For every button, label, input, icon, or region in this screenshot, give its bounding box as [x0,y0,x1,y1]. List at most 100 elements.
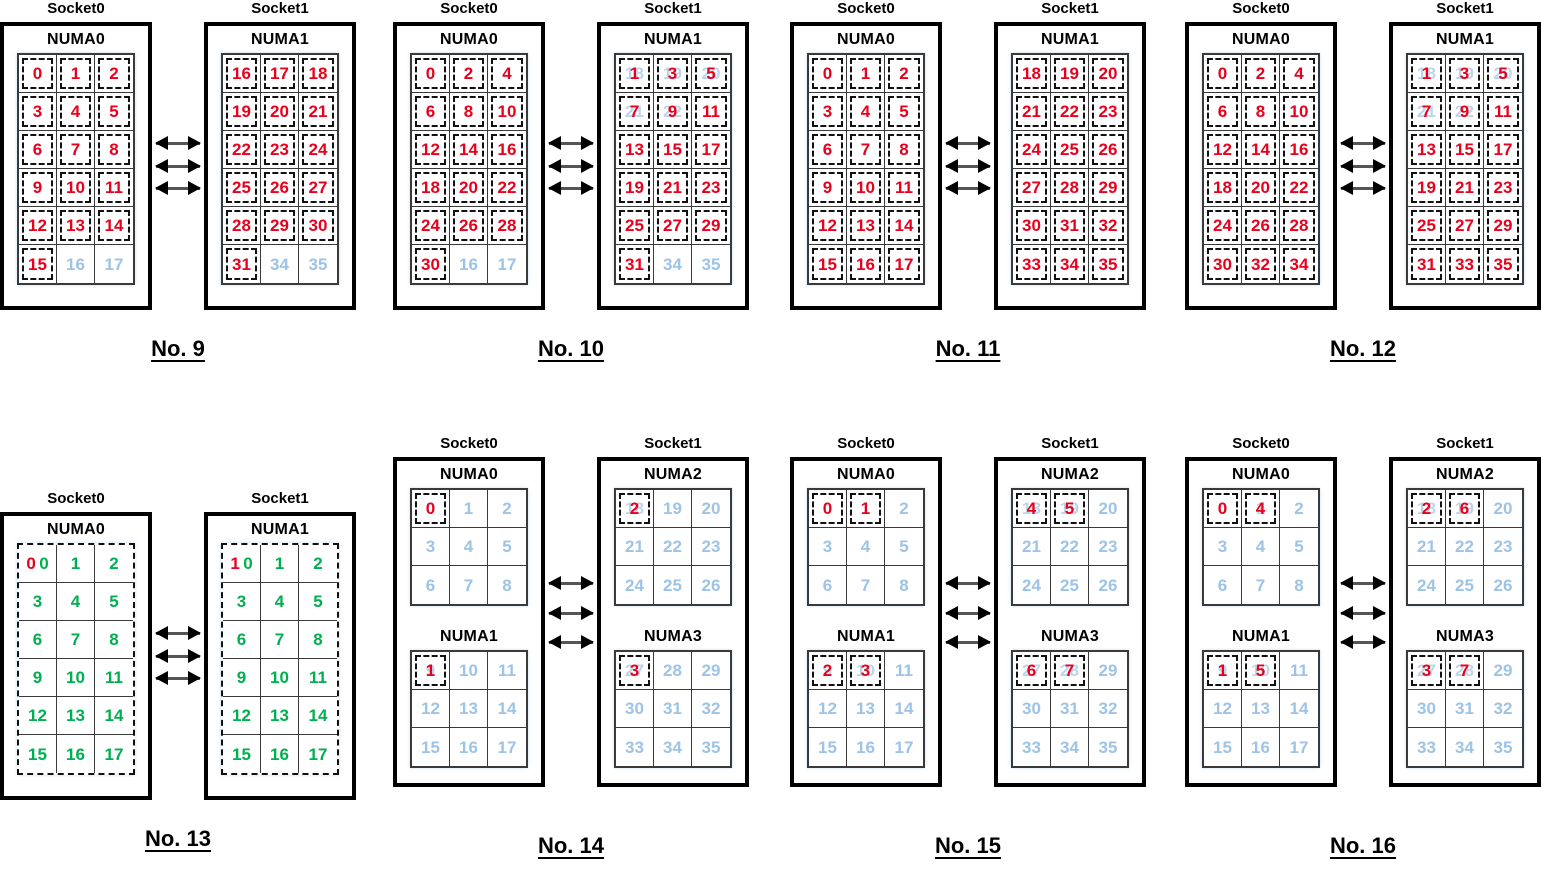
cpu-cell-number: 5 [109,593,118,610]
cpu-cell-value: 0 [425,64,436,83]
socket-label: Socket0 [440,0,498,17]
cpu-cell-number: 24 [1417,577,1436,594]
cpu-cell-number: 12 [1213,141,1232,158]
cpu-cell-number: 21 [1455,179,1474,196]
figure-caption: No. 10 [537,336,605,361]
cpu-cell-value: 35 [701,254,721,274]
cpu-cell: 6 [1204,566,1242,604]
cpu-cell: 2 [95,55,133,93]
cpu-cell: 14 [488,690,526,728]
cpu-cell: 25 [654,566,692,604]
cpu-cell-number: 30 [625,700,644,717]
cpu-cell: 13 [847,207,885,245]
cpu-cell-number: 23 [1099,103,1118,120]
cpu-cell: 1 [847,55,885,93]
cpu-cell: 11 [488,652,526,690]
cpu-cell-number: 6 [1027,662,1036,679]
cpu-cell-value: 1 [70,64,81,83]
cpu-cell-value: 14 [459,140,478,159]
cpu-cell: 17 [692,131,730,169]
cpu-cell-value: 25 [1060,140,1079,159]
cpu-cell: 2 [488,490,526,528]
cpu-cell: 28 [654,652,692,690]
cpu-cell-number: 2 [823,662,832,679]
cpu-cell-number: 10 [270,669,289,686]
cpu-cell-value: 0 [32,64,43,83]
cpu-cell: 32 [1484,690,1522,728]
numa-label: NUMA1 [440,628,498,645]
cpu-cell-value: 20 [701,499,721,518]
cpu-cell-value: 22 [1060,102,1079,121]
interconnect-arrows [945,576,991,649]
cpu-cell-value: 10 [1289,102,1309,121]
cpu-cell-value: 4 [502,64,512,83]
cpu-cell-value: 14 [104,706,124,725]
bidirectional-arrow [945,605,991,620]
cpu-cell: 14 [885,207,923,245]
numa-label: NUMA2 [644,466,702,483]
cpu-cell: 9 [19,659,57,697]
cpu-cell-number: 0 [33,65,42,82]
cpu-cell-number: 12 [232,707,251,724]
cpu-cell: 7 [261,621,299,659]
cpu-cell-value: 28 [663,661,682,680]
cpu-cell: 1 [57,545,95,583]
cpu-cell-number: 11 [105,669,123,686]
cpu-cell-number: 24 [1022,577,1041,594]
cpu-cell-value: 8 [899,575,909,595]
cpu-cell: 11 [299,659,337,697]
cpu-cell-ghost-number: 18 [625,64,644,83]
cpu-cell-number: 22 [1060,538,1079,555]
cpu-cell: 1 [450,490,488,528]
cpu-cell-number: 29 [270,217,289,234]
cpu-cell-ghost-number: 10 [1251,661,1270,680]
socket-label: Socket0 [1232,435,1290,452]
cpu-cell-value: 6 [425,102,436,121]
cpu-cell-value: 23 [1493,178,1513,197]
cpu-cell-value: 29 [1098,661,1118,680]
cpu-cell-value: 25 [1455,575,1474,595]
cpu-cell-number: 9 [237,669,246,686]
cpu-cell-value: 4 [274,592,285,611]
cpu-cell-value: 5 [899,102,909,121]
cpu-cell-value: 5 [1294,537,1304,556]
cpu-cell-number: 34 [1455,739,1474,756]
cpu-cell-value: 8 [109,140,119,159]
cpu-cell-value: 34 [1455,737,1474,757]
cpu-cell-value: 30 [1417,699,1436,718]
cpu-cell-ghost-number: 9 [822,661,833,680]
cpu-cell-value: 34 [663,737,682,757]
socket-label: Socket1 [1041,435,1099,452]
cpu-cell-number: 24 [625,577,644,594]
cpu-cell-value: 27 [308,178,328,197]
cpu-cell-number: 8 [313,631,322,648]
cpu-cell: 28 [223,207,261,245]
cpu-cell-number: 21 [1022,538,1041,555]
bidirectional-arrow [945,576,991,590]
cpu-cell: 22 [1051,93,1089,131]
cpu-cell-number: 31 [232,256,251,273]
cpu-cell: 14 [885,690,923,728]
cpu-cell-number: 10 [66,669,85,686]
bidirectional-arrow [548,158,594,173]
cpu-cell: 17 [885,245,923,283]
cpu-cell-number: 26 [1099,141,1118,158]
cpu-cell-number: 16 [66,746,85,763]
cpu-cell-value: 34 [663,254,682,274]
cpu-cell-value: 1 [860,64,871,83]
cpu-cell-value: 6 [1217,102,1228,121]
cpu-cell: 29 [261,207,299,245]
cpu-cell-value: 17 [894,737,914,757]
cpu-cell-number: 4 [502,65,511,82]
cpu-cell-number: 20 [1251,179,1270,196]
cpu-cell-number: 3 [823,538,832,555]
cpu-cell-number: 10 [856,179,875,196]
numa-label: NUMA1 [251,31,309,48]
